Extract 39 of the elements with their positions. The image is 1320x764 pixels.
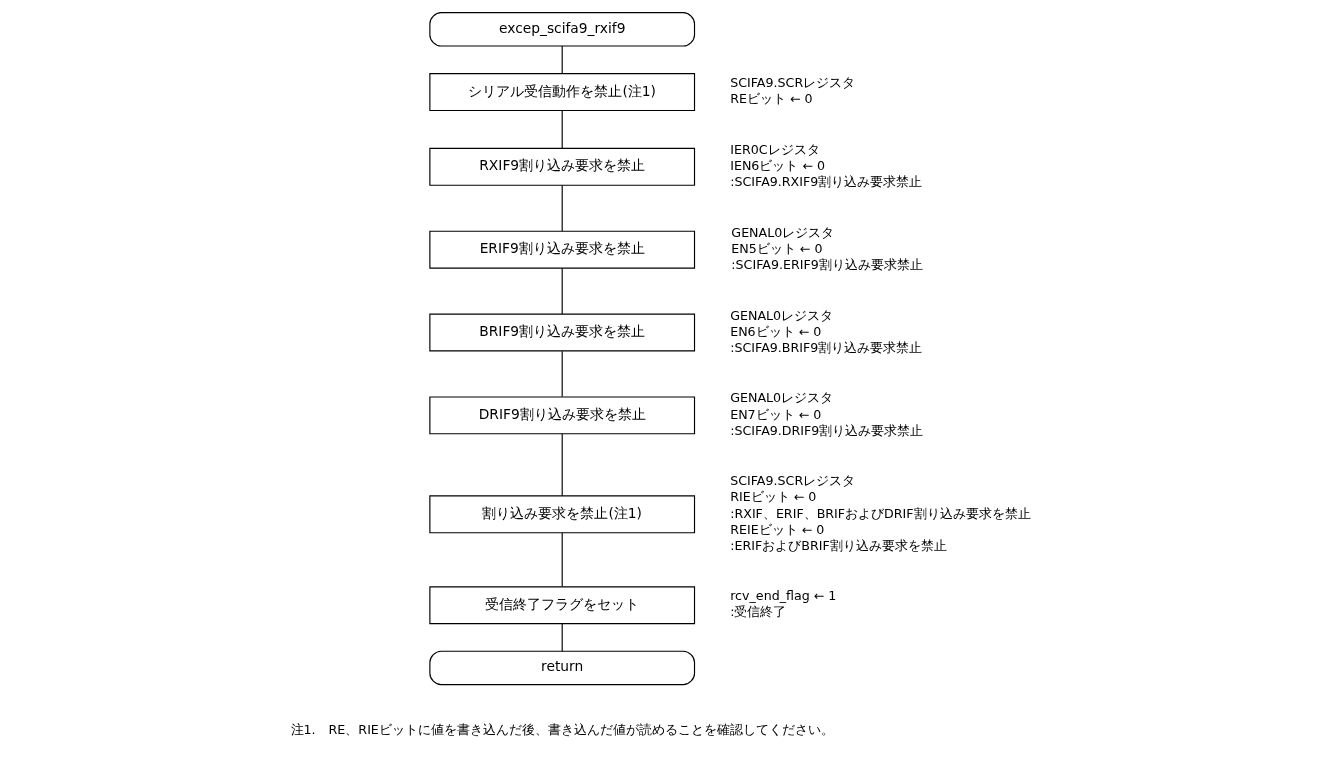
connector <box>561 433 563 497</box>
node-label: REIEビット ← 0 <box>730 521 825 537</box>
node-label: IER0Cレジスタ <box>730 141 820 157</box>
connector <box>561 623 563 652</box>
node-label: GENAL0レジスタ <box>730 307 834 323</box>
node-label: EN6ビット ← 0 <box>730 323 822 339</box>
node-label: GENAL0レジスタ <box>731 224 835 240</box>
node-box: excep_scifa9_rxif9 <box>429 12 696 47</box>
node-label: SCIFA9.SCRレジスタ <box>730 75 856 91</box>
node-label: :SCIFA9.RXIF9割り込み要求禁止 <box>730 174 923 190</box>
label: 注1. RE、RIEビットに値を書き込んだ後、書き込んだ値が読めることを確認してください。 <box>290 721 834 737</box>
node-label: REビット ← 0 <box>730 91 813 107</box>
node-box: BRIF9割り込み要求を禁止 <box>429 313 696 352</box>
connector <box>561 267 563 315</box>
node-label: rcv_end_flag ← 1 <box>730 588 837 604</box>
node-label: EN5ビット ← 0 <box>731 240 823 256</box>
node-label: :RXIF、ERIF、BRIFおよびDRIF割り込み要求を禁止 <box>730 505 1031 521</box>
node-label: :SCIFA9.BRIF9割り込み要求禁止 <box>730 339 923 355</box>
node-label: GENAL0レジスタ <box>730 390 834 406</box>
node-label: RIEビット ← 0 <box>730 489 817 505</box>
node-box: 割り込み要求を禁止(注1) <box>429 495 696 534</box>
connector <box>561 45 563 75</box>
node-label: :ERIFおよびBRIF割り込み要求を禁止 <box>730 537 947 553</box>
connector <box>561 184 563 232</box>
node-box: シリアル受信動作を禁止(注1) <box>429 73 696 112</box>
connector <box>561 532 563 588</box>
node-label: :SCIFA9.ERIF9割り込み要求禁止 <box>731 257 923 273</box>
node-box: RXIF9割り込み要求を禁止 <box>429 147 696 186</box>
node-box: return <box>429 650 696 686</box>
node-label: :受信終了 <box>730 604 787 620</box>
node-box: 受信終了フラグをセット <box>429 586 696 625</box>
node-box: ERIF9割り込み要求を禁止 <box>429 230 696 269</box>
node-label: EN7ビット ← 0 <box>730 406 822 422</box>
node-label: SCIFA9.SCRレジスタ <box>730 473 856 489</box>
node-label: IEN6ビット ← 0 <box>730 158 826 174</box>
connector <box>561 110 563 149</box>
node-box: DRIF9割り込み要求を禁止 <box>429 396 696 435</box>
connector <box>561 350 563 398</box>
node-label: :SCIFA9.DRIF9割り込み要求禁止 <box>730 422 924 438</box>
